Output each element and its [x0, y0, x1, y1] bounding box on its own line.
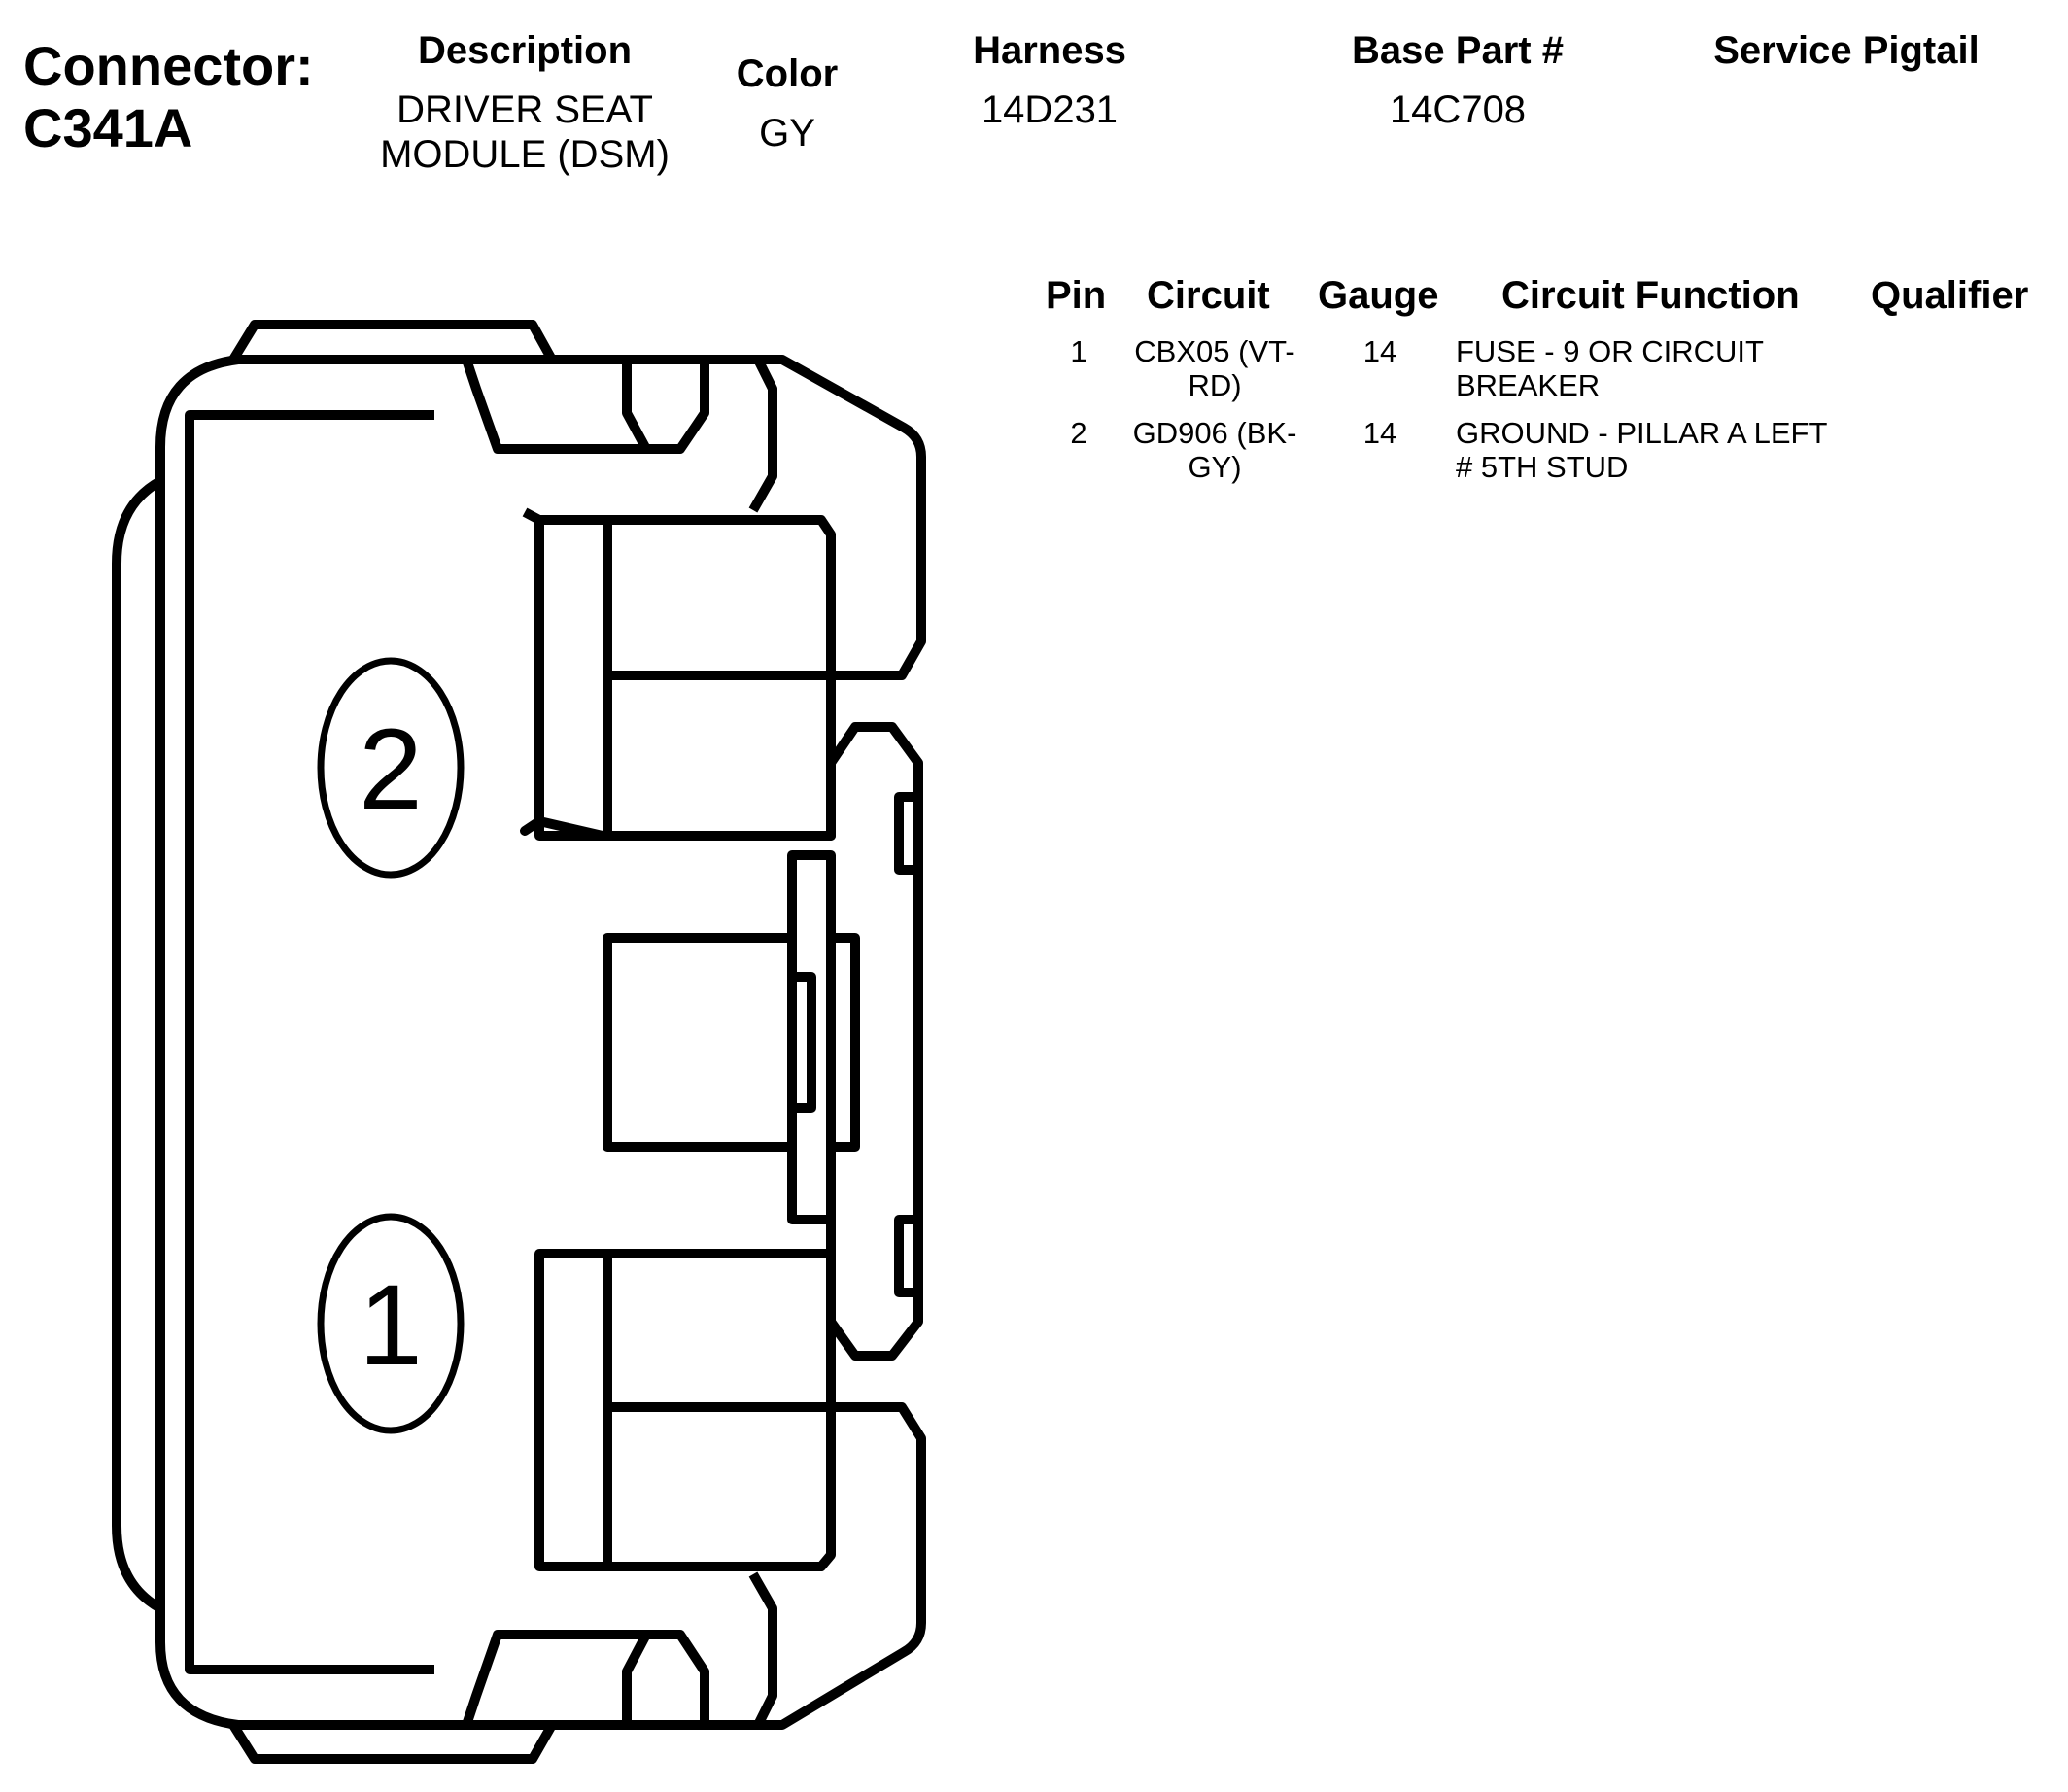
bottom-latch-notch: [462, 1630, 709, 1727]
gauge-value: 14: [1362, 416, 1397, 450]
right-latch-tab-bottom: [894, 1215, 918, 1297]
right-latch: [826, 722, 923, 1361]
harness-value: 14D231: [981, 88, 1119, 131]
circuit-code: CBX05 (VT- RD): [1118, 334, 1312, 402]
pin1-circle: [317, 1213, 465, 1434]
top-latch: [228, 320, 557, 362]
function-line: GROUND - PILLAR A LEFT: [1456, 416, 1828, 450]
circuit-line: CBX05 (VT-: [1134, 334, 1295, 368]
center-rail-inner: [831, 933, 860, 1152]
circuit-line: RD): [1188, 368, 1242, 402]
right-latch-tab-top: [894, 792, 918, 875]
bottom-latch-notch-inner: [622, 1632, 651, 1725]
connector-label: Connector:: [23, 35, 314, 96]
top-latch-wall: [748, 357, 777, 513]
connector-left-wall: [155, 355, 239, 1730]
column-header-circuit: Circuit: [1147, 274, 1270, 317]
center-key: [603, 933, 797, 1152]
pin2-cavity-box: [534, 515, 836, 841]
connector-inner-frame: [185, 410, 434, 1674]
top-latch-notch: [462, 358, 709, 454]
base-part-title: Base Part #: [1352, 29, 1564, 72]
color-title: Color: [736, 52, 839, 95]
connector-body-outline: [238, 355, 926, 680]
column-header-circuit-function: Circuit Function: [1501, 274, 1800, 317]
circuit-function: GROUND - PILLAR A LEFT # 5TH STUD: [1456, 416, 1874, 484]
column-header-gauge: Gauge: [1318, 274, 1439, 317]
connector-left-bump: [112, 476, 163, 1613]
column-header-pin: Pin: [1046, 274, 1107, 317]
circuit-line: GY): [1188, 450, 1242, 484]
description-value: DRIVER SEAT MODULE (DSM): [350, 87, 700, 177]
description-line2: MODULE (DSM): [380, 133, 670, 176]
circuit-function: FUSE - 9 OR CIRCUIT BREAKER: [1456, 334, 1874, 402]
description-line1: DRIVER SEAT: [396, 88, 653, 131]
bottom-latch-wall: [748, 1571, 777, 1728]
description-title: Description: [417, 29, 633, 72]
function-line: # 5TH STUD: [1456, 450, 1629, 484]
service-pigtail-title: Service Pigtail: [1713, 29, 1980, 72]
connector-body-outline-lower: [238, 1402, 926, 1730]
harness-title: Harness: [973, 29, 1126, 72]
pin-number: 2: [1070, 416, 1087, 450]
function-line: BREAKER: [1456, 368, 1601, 402]
connector-title: Connector: C341A: [23, 35, 314, 159]
circuit-line: GD906 (BK-: [1132, 416, 1297, 450]
top-latch-notch-inner: [622, 360, 651, 452]
connector-id: C341A: [23, 97, 193, 158]
bottom-latch: [228, 1722, 557, 1764]
pin1-label: 1: [359, 1261, 423, 1390]
pin2-label: 2: [359, 706, 423, 834]
color-value: GY: [759, 112, 815, 155]
pin-number: 1: [1070, 334, 1087, 368]
center-rail-tab: [792, 972, 816, 1113]
pin1-cavity-box: [534, 1249, 836, 1571]
base-part-value: 14C708: [1389, 88, 1527, 131]
gauge-value: 14: [1362, 334, 1397, 368]
function-line: FUSE - 9 OR CIRCUIT: [1456, 334, 1764, 368]
circuit-code: GD906 (BK- GY): [1118, 416, 1312, 484]
pin2-circle: [317, 657, 465, 879]
column-header-qualifier: Qualifier: [1871, 274, 2029, 317]
